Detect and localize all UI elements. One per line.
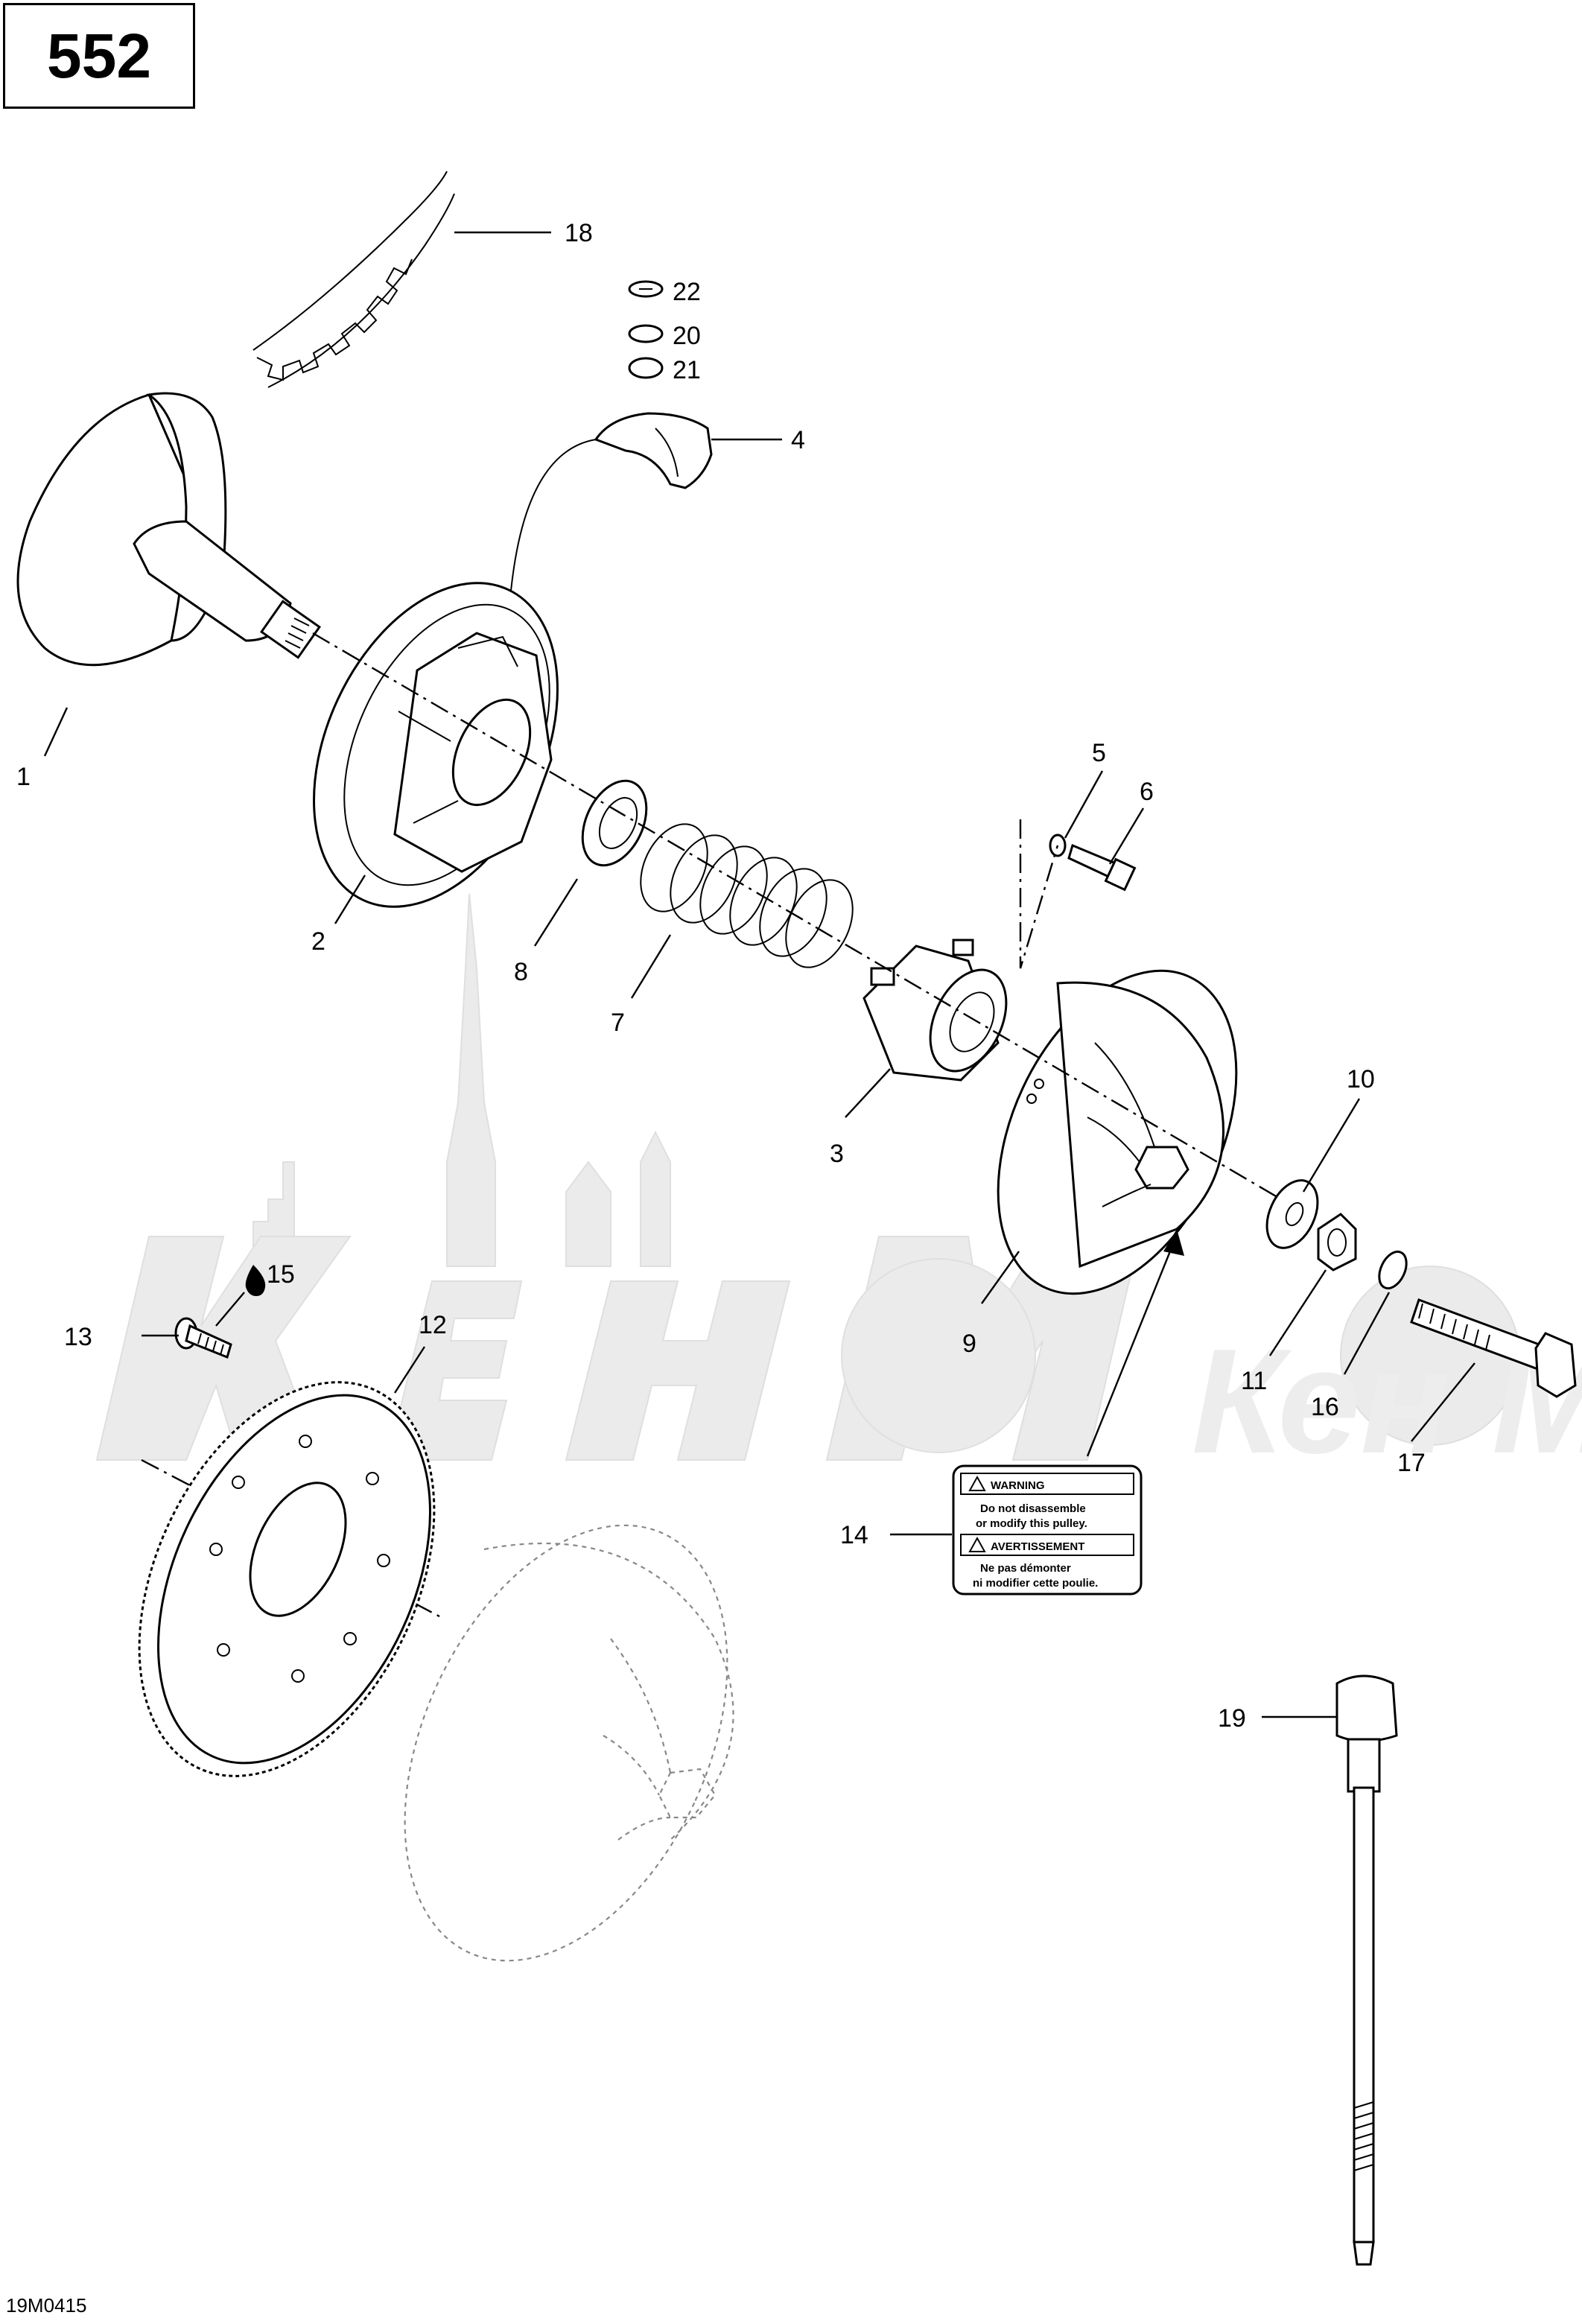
warning-line1-en: Do not disassemble xyxy=(980,1502,1086,1515)
callout-22: 22 xyxy=(673,278,701,306)
parts-20-21-22-caps xyxy=(628,280,664,379)
page-number: 552 xyxy=(46,20,152,91)
part-10-washer xyxy=(1265,1179,1319,1249)
watermark-skyline xyxy=(252,893,671,1267)
callout-2: 2 xyxy=(311,927,325,956)
part-14-warning-label: WARNING Do not disassemble or modify thi… xyxy=(952,1464,1143,1596)
part-1-fixed-sheave xyxy=(16,392,322,667)
callout-21: 21 xyxy=(673,356,701,384)
part-3-cam xyxy=(863,939,1008,1082)
part-9-governor-cup xyxy=(997,969,1238,1295)
screw-axis-line xyxy=(1019,819,1059,969)
callout-4: 4 xyxy=(791,426,805,454)
part-11-nut xyxy=(1317,1213,1357,1271)
callout-16: 16 xyxy=(1311,1393,1339,1421)
part-8-cup xyxy=(581,779,648,867)
callout-5: 5 xyxy=(1092,739,1106,767)
lubricant-drop-icon xyxy=(245,1265,266,1296)
callout-6: 6 xyxy=(1140,778,1154,806)
part-2-movable-sheave xyxy=(313,582,559,908)
warning-triangle-icon-fr xyxy=(968,1536,986,1552)
callout-labels: 18 22 20 21 4 1 2 8 7 3 5 6 10 9 11 16 1… xyxy=(16,219,1426,1733)
part-12-ring-gear xyxy=(138,1381,436,1777)
part-19-puller-tool xyxy=(1335,1674,1398,2266)
callout-19: 19 xyxy=(1218,1704,1246,1733)
callout-8: 8 xyxy=(514,958,528,986)
callout-17: 17 xyxy=(1397,1449,1426,1477)
warning-line2-en: or modify this pulley. xyxy=(976,1517,1087,1530)
callout-12: 12 xyxy=(419,1311,447,1339)
callout-1: 1 xyxy=(16,763,31,791)
warning-triangle-icon xyxy=(968,1475,986,1491)
leader-lines xyxy=(43,231,1475,1718)
callout-13: 13 xyxy=(64,1323,92,1351)
warning-line1-fr: Ne pas démonter xyxy=(980,1562,1071,1575)
ghost-governor-cup xyxy=(404,1524,734,1962)
part-18-drive-belt xyxy=(252,171,455,388)
assembly-axis-line xyxy=(312,632,1282,1201)
watermark: Кен Мото xyxy=(95,893,1582,1485)
part-7-spring xyxy=(640,823,854,968)
warning-header-en: WARNING xyxy=(991,1479,1045,1492)
callout-9: 9 xyxy=(962,1330,976,1358)
label-arrow xyxy=(1163,1229,1184,1256)
callout-11: 11 xyxy=(1241,1367,1267,1395)
callout-14: 14 xyxy=(840,1521,868,1549)
parts-5-6-screw xyxy=(1049,834,1137,892)
callout-15: 15 xyxy=(267,1260,295,1289)
callout-7: 7 xyxy=(611,1009,625,1037)
warning-line2-fr: ni modifier cette poulie. xyxy=(973,1577,1098,1590)
part-13-screw xyxy=(174,1317,232,1359)
callout-18: 18 xyxy=(565,219,593,247)
warning-header-fr: AVERTISSEMENT xyxy=(991,1540,1084,1553)
watermark-wheel-left xyxy=(841,1258,1036,1453)
part-17-bolt xyxy=(1410,1298,1577,1398)
callout-10: 10 xyxy=(1347,1065,1375,1093)
figure-code: 19M0415 xyxy=(6,2294,87,2317)
page-number-box: 552 xyxy=(3,3,195,109)
callout-20: 20 xyxy=(673,322,701,350)
part-16-lock-washer xyxy=(1378,1250,1408,1290)
callout-3: 3 xyxy=(830,1140,844,1168)
